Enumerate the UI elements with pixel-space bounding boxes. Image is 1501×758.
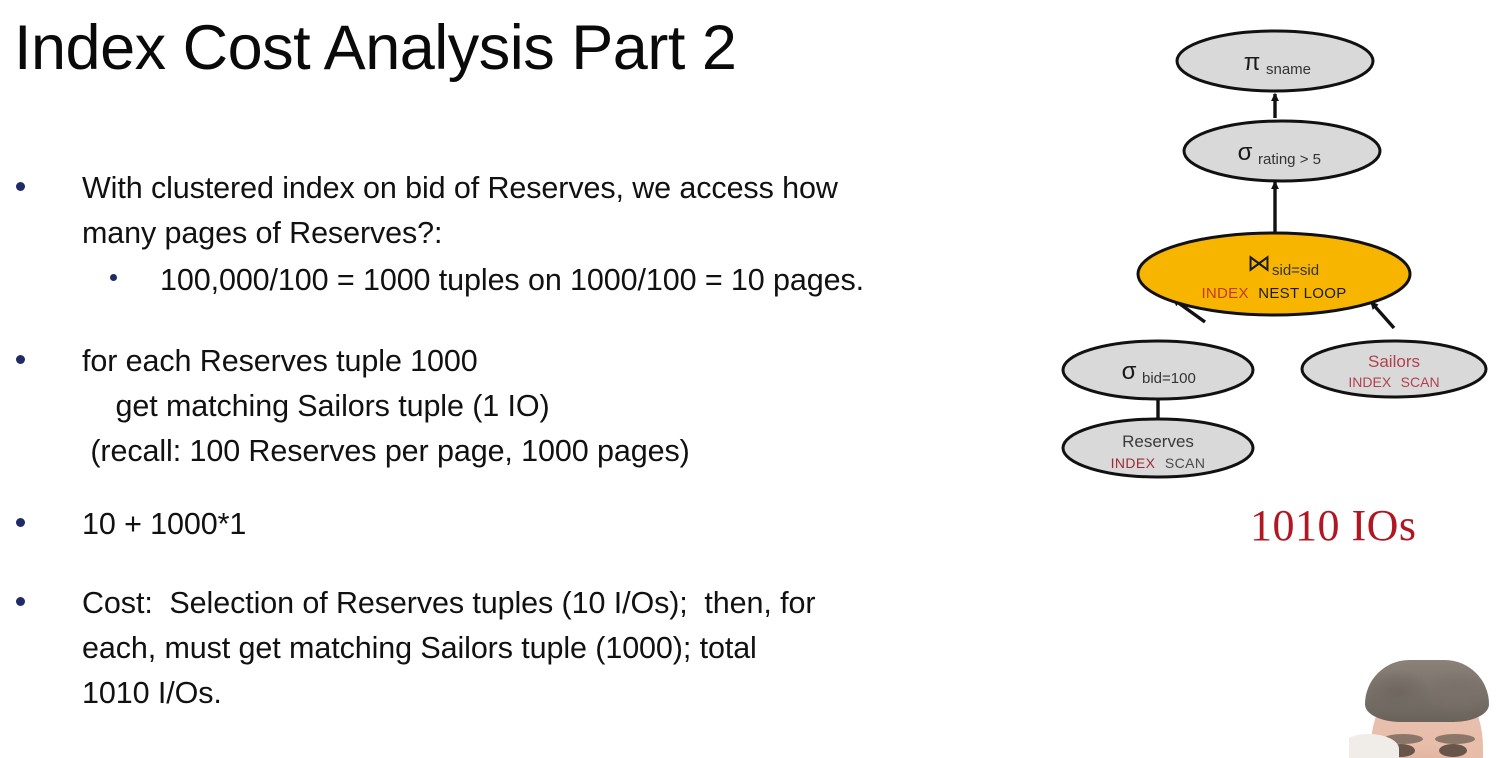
bullet-list: With clustered index on bid of Reserves,… xyxy=(0,166,1065,716)
bullet-line: get matching Sailors tuple (1 IO) xyxy=(82,389,550,423)
reserves-access-scan: SCAN xyxy=(1165,455,1206,471)
presenter-eyebrow-right xyxy=(1435,734,1475,744)
bullet-text: 10 + 1000*1 xyxy=(82,502,1065,547)
sub-bullet-dot-icon xyxy=(110,274,117,281)
join-method-index: INDEX xyxy=(1201,285,1248,302)
svg-text:INDEX NEST LOOP: INDEX NEST LOOP xyxy=(1201,285,1346,302)
plan-node-project-sname: π sname xyxy=(1175,29,1375,93)
bullet-cost-summary: Cost: Selection of Reserves tuples (10 I… xyxy=(0,581,1065,716)
select-rating-subscript: rating > 5 xyxy=(1258,151,1321,168)
presenter-eyebrow-left xyxy=(1383,734,1423,744)
sailors-access-index: INDEX xyxy=(1348,374,1391,390)
bullet-text: With clustered index on bid of Reserves,… xyxy=(82,166,1065,256)
bullet-line: many pages of Reserves?: xyxy=(82,216,443,250)
bullet-dot-icon xyxy=(16,518,25,527)
sub-bullet-page-math: 100,000/100 = 1000 tuples on 1000/100 = … xyxy=(0,258,1065,303)
bullet-line: for each Reserves tuple 1000 xyxy=(82,344,478,378)
bullet-line: 10 + 1000*1 xyxy=(82,507,247,541)
reserves-table-name: Reserves xyxy=(1122,432,1194,451)
plan-node-select-rating: σ rating > 5 xyxy=(1182,119,1382,183)
sailors-table-name: Sailors xyxy=(1368,352,1420,371)
plan-node-sailors-scan: Sailors INDEX SCAN xyxy=(1300,339,1488,399)
bullet-line: With clustered index on bid of Reserves,… xyxy=(82,171,838,205)
project-symbol: π xyxy=(1244,49,1261,76)
bullet-line: 1010 I/Os. xyxy=(82,676,222,710)
bullet-dot-icon xyxy=(16,597,25,606)
presenter-eye-right xyxy=(1439,744,1467,757)
edge-sailors-to-join xyxy=(1369,300,1396,330)
sub-bullet-text: 100,000/100 = 1000 tuples on 1000/100 = … xyxy=(160,258,1065,303)
plan-node-reserves-scan: Reserves INDEX SCAN xyxy=(1061,417,1255,479)
bullet-formula: 10 + 1000*1 xyxy=(0,502,1065,547)
svg-text:σ: σ xyxy=(1122,358,1137,385)
spacer xyxy=(0,474,1065,502)
join-method-nest-loop: NEST LOOP xyxy=(1258,285,1346,302)
bullet-line: Cost: Selection of Reserves tuples (10 I… xyxy=(82,586,816,620)
spacer xyxy=(0,547,1065,581)
bullet-dot-icon xyxy=(16,355,25,364)
svg-text:INDEX SCAN: INDEX SCAN xyxy=(1111,455,1206,472)
select-bid-symbol: σ xyxy=(1122,358,1137,385)
bullet-dot-icon xyxy=(16,182,25,191)
sub-bullet-line: 100,000/100 = 1000 tuples on 1000/100 = … xyxy=(160,263,865,297)
plan-node-select-bid: σ bid=100 xyxy=(1061,339,1255,401)
svg-text:σ: σ xyxy=(1238,139,1253,166)
page-title: Index Cost Analysis Part 2 xyxy=(14,13,737,83)
plan-node-index-nest-loop-join: ⋈ sid=sid INDEX NEST LOOP xyxy=(1136,231,1412,317)
svg-text:⋈: ⋈ xyxy=(1247,250,1271,277)
bullet-clustered-index: With clustered index on bid of Reserves,… xyxy=(0,166,1065,256)
svg-text:INDEX SCAN: INDEX SCAN xyxy=(1348,374,1439,391)
join-symbol: ⋈ xyxy=(1247,250,1271,277)
bullet-line: (recall: 100 Reserves per page, 1000 pag… xyxy=(82,434,690,468)
select-rating-symbol: σ xyxy=(1238,139,1253,166)
reserves-access-index: INDEX xyxy=(1111,455,1156,471)
join-subscript: sid=sid xyxy=(1272,262,1319,279)
presenter-hair xyxy=(1365,660,1489,722)
presenter-webcam-overlay xyxy=(1349,658,1501,758)
bullet-for-each-reserves: for each Reserves tuple 1000 get matchin… xyxy=(0,339,1065,474)
presenter-shoulder xyxy=(1349,734,1399,758)
bullet-text: Cost: Selection of Reserves tuples (10 I… xyxy=(82,581,1065,716)
total-ios-label: 1010 IOs xyxy=(1250,501,1417,550)
bullet-line: each, must get matching Sailors tuple (1… xyxy=(82,631,757,665)
svg-text:π: π xyxy=(1244,49,1261,76)
select-bid-subscript: bid=100 xyxy=(1142,370,1196,387)
sailors-access-scan: SCAN xyxy=(1401,374,1440,390)
bullet-text: for each Reserves tuple 1000 get matchin… xyxy=(82,339,1065,474)
project-subscript: sname xyxy=(1266,61,1311,78)
spacer xyxy=(0,303,1065,339)
query-plan-diagram: π sname σ rating > 5 ⋈ sid=sid xyxy=(1030,18,1501,518)
